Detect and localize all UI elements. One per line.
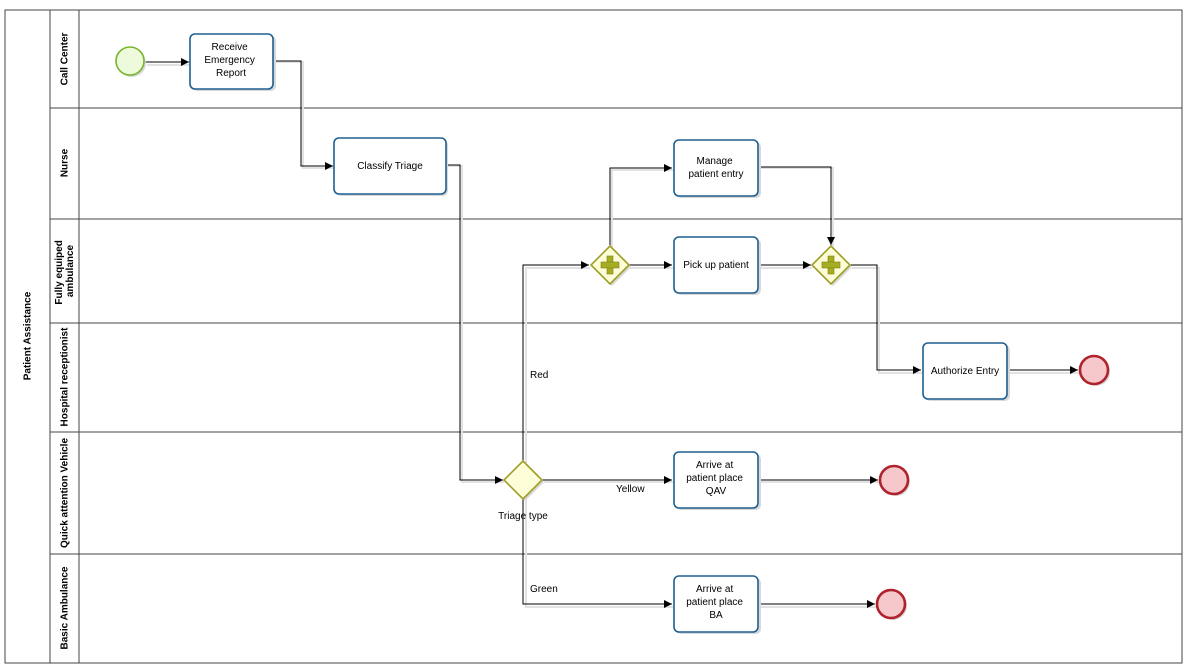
- task-manage-patient-entry[interactable]: Manage patient entry: [673, 139, 761, 198]
- pool-title: Patient Assistance: [23, 291, 34, 380]
- plus-icon: [821, 255, 841, 275]
- lane-title-line: ambulance: [65, 244, 76, 297]
- flow-join-to-authorize: [850, 264, 921, 374]
- task-arrive-qav[interactable]: Arrive at patient place QAV: [673, 451, 761, 510]
- svg-text:Arrive at patient place: Arrive at patient place QAV: [686, 460, 746, 497]
- lane-basic-ambulance: Basic Ambulance: [60, 566, 71, 649]
- flow-fork-to-manage: [609, 164, 672, 246]
- lanes: Call Center Nurse Fully equiped ambulanc…: [50, 32, 1182, 650]
- task-label-line: patient entry: [688, 169, 743, 180]
- svg-text:Receive Emergency: Receive Emergency Report: [204, 42, 257, 79]
- flow-receive-to-classify: [273, 60, 333, 170]
- flow-classify-to-triage: [446, 164, 503, 484]
- end-event-authorize[interactable]: [1078, 354, 1110, 386]
- lane-call-center: Call Center: [60, 32, 71, 85]
- parallel-gateway-fork[interactable]: [589, 244, 631, 286]
- flow-red: [522, 261, 589, 461]
- lane-title: Fully equiped ambulance: [54, 237, 76, 304]
- sequence-flows: [145, 58, 1078, 608]
- gateway-triage-type[interactable]: [502, 459, 544, 501]
- task-label-line: patient place: [686, 597, 743, 608]
- lane-title: Quick attention Vehicle: [60, 438, 71, 548]
- lane-hospital-receptionist: Hospital receptionist: [60, 327, 71, 427]
- task-label: Classify Triage: [357, 161, 423, 172]
- task-label-line: QAV: [706, 486, 727, 497]
- flow-label-green: Green: [530, 584, 558, 595]
- task-label-line: Arrive at: [696, 460, 733, 471]
- end-event-ba[interactable]: [875, 588, 907, 620]
- gateway-label: Triage type: [498, 511, 548, 522]
- task-receive-emergency-report[interactable]: Receive Emergency Report: [189, 33, 276, 91]
- task-label-line: Arrive at: [696, 584, 733, 595]
- task-label-line: patient place: [686, 473, 743, 484]
- task-label-line: Manage: [697, 156, 734, 167]
- task-label-line: Receive: [212, 42, 249, 53]
- task-arrive-ba[interactable]: Arrive at patient place BA: [673, 575, 761, 634]
- task-label-line: Report: [216, 68, 246, 79]
- flow-label-yellow: Yellow: [616, 484, 645, 495]
- flow-label-red: Red: [530, 370, 548, 381]
- task-pick-up-patient[interactable]: Pick up patient: [673, 236, 761, 295]
- task-label-line: BA: [709, 610, 723, 621]
- task-classify-triage[interactable]: Classify Triage: [333, 137, 448, 196]
- lane-fully-equipped-ambulance: Fully equiped ambulance: [54, 237, 76, 304]
- svg-text:Manage patient entry: Manage patient entry: [688, 156, 743, 180]
- task-label: Authorize Entry: [931, 366, 999, 377]
- task-label-line: Emergency: [204, 55, 255, 66]
- lane-nurse: Nurse: [60, 148, 71, 177]
- flow-manage-to-join: [758, 166, 835, 245]
- svg-text:Arrive at patient place: Arrive at patient place BA: [686, 584, 746, 621]
- task-label: Pick up patient: [683, 260, 749, 271]
- plus-icon: [600, 255, 620, 275]
- task-authorize-entry[interactable]: Authorize Entry: [922, 342, 1010, 401]
- start-event[interactable]: [115, 46, 146, 77]
- lane-title: Call Center: [60, 32, 71, 85]
- end-event-qav[interactable]: [878, 464, 910, 496]
- lane-title-line: Fully equiped: [54, 240, 65, 304]
- lane-title: Hospital receptionist: [60, 327, 71, 427]
- lane-quick-attention-vehicle: Quick attention Vehicle: [60, 438, 71, 548]
- lane-title: Basic Ambulance: [60, 566, 71, 649]
- parallel-gateway-join[interactable]: [810, 244, 852, 286]
- flow-green: [522, 499, 672, 608]
- lane-title: Nurse: [60, 148, 71, 177]
